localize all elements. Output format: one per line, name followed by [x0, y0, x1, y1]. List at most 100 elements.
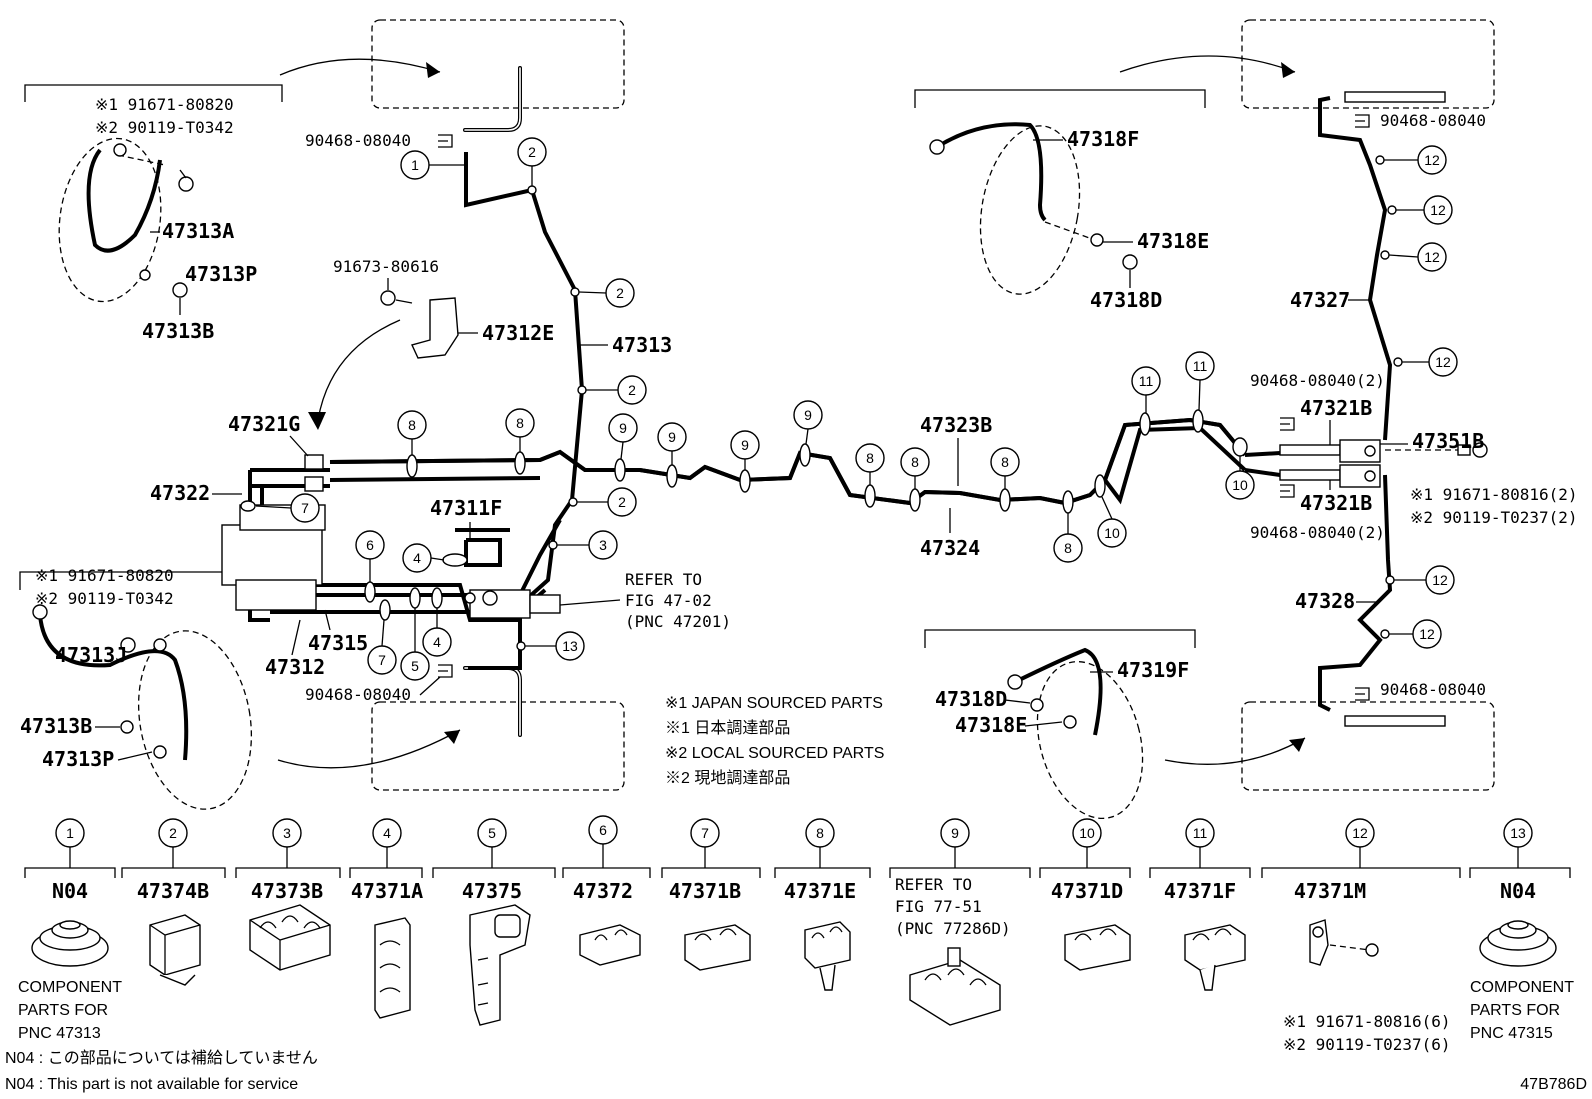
svg-text:11: 11 — [1193, 825, 1208, 841]
callout-10a: 10 — [1225, 456, 1255, 500]
svg-text:47313B: 47313B — [20, 714, 92, 738]
svg-text:47312E: 47312E — [482, 321, 554, 345]
brake-pipes — [248, 66, 1393, 737]
callout-11b: 11 — [1185, 351, 1215, 411]
svg-text:47321B: 47321B — [1300, 396, 1372, 420]
svg-text:47318D: 47318D — [1090, 288, 1162, 312]
legend-callout-8: 8 — [805, 818, 835, 868]
svg-text:1: 1 — [411, 157, 419, 173]
callout-1: 1 — [400, 150, 464, 180]
svg-text:9: 9 — [741, 437, 749, 453]
svg-text:47327: 47327 — [1290, 288, 1350, 312]
clip-47371A-icon — [374, 917, 411, 1019]
svg-text:47375: 47375 — [462, 879, 522, 903]
svg-text:47318E: 47318E — [955, 713, 1027, 737]
svg-text:4: 4 — [433, 634, 441, 650]
detail-ellipses — [58, 125, 1144, 820]
clip-47373B-icon — [249, 904, 331, 971]
callout-9a: 9 — [608, 413, 638, 460]
callout-7b: 7 — [367, 619, 397, 675]
svg-text:11: 11 — [1139, 373, 1154, 389]
legend-part-numbers: N04 47374B 47373B 47371A 47375 47372 473… — [52, 875, 1536, 938]
diagram-id: 47B786D — [1520, 1076, 1587, 1093]
callout-8b: 8 — [505, 408, 535, 452]
hose-47318F — [929, 122, 1138, 270]
svg-text:47371F: 47371F — [1164, 879, 1236, 903]
svg-text:13: 13 — [1510, 825, 1526, 841]
svg-text:2: 2 — [618, 494, 626, 510]
detail-boxes — [277, 19, 1495, 791]
svg-text:N04: N04 — [52, 879, 88, 903]
grommet-icon — [31, 920, 109, 967]
callout-2b: 2 — [578, 278, 635, 308]
svg-text:90468-08040(2): 90468-08040(2) — [1250, 371, 1385, 390]
legend-part-drawings — [31, 904, 1557, 1026]
svg-text:※2 LOCAL SOURCED PARTS: ※2 LOCAL SOURCED PARTS — [665, 745, 884, 762]
n04-note-jp: N04 : この部品については補給していません — [5, 1049, 318, 1067]
svg-text:PNC 47315: PNC 47315 — [1470, 1025, 1553, 1042]
callout-12e: 12 — [1394, 565, 1455, 595]
svg-text:9: 9 — [951, 825, 959, 841]
callout-2a: 2 — [517, 137, 547, 186]
svg-text:47351B: 47351B — [1412, 429, 1484, 453]
clip-47371M-icon — [1309, 919, 1379, 966]
svg-text:10: 10 — [1232, 477, 1248, 493]
callout-2d: 2 — [577, 487, 637, 517]
svg-text:9: 9 — [619, 420, 627, 436]
svg-text:47313B: 47313B — [142, 319, 214, 343]
svg-text:2: 2 — [628, 382, 636, 398]
svg-text:47372: 47372 — [573, 879, 633, 903]
callout-13: 13 — [525, 631, 585, 661]
svg-text:10: 10 — [1079, 825, 1095, 841]
svg-text:47371E: 47371E — [784, 879, 856, 903]
svg-text:47323B: 47323B — [920, 413, 992, 437]
svg-text:12: 12 — [1430, 202, 1446, 218]
svg-text:2: 2 — [616, 285, 624, 301]
callout-12f: 12 — [1389, 619, 1442, 649]
svg-text:10: 10 — [1104, 525, 1120, 541]
parts-legend: 1 2 3 4 5 6 7 8 9 10 11 12 13 N04 47374B… — [18, 815, 1574, 1054]
svg-text:COMPONENT: COMPONENT — [1470, 979, 1574, 996]
group-brackets — [19, 84, 1206, 648]
svg-text:(PNC 77286D): (PNC 77286D) — [895, 919, 1011, 938]
legend-callout-12: 12 — [1345, 818, 1375, 868]
svg-text:90468-08040: 90468-08040 — [305, 685, 411, 704]
clip-77286D-icon — [909, 947, 1001, 1026]
svg-text:REFER TO: REFER TO — [895, 875, 972, 894]
svg-text:※1 91671-80816(6): ※1 91671-80816(6) — [1283, 1012, 1451, 1031]
svg-text:※1 JAPAN SOURCED PARTS: ※1 JAPAN SOURCED PARTS — [665, 695, 883, 712]
svg-text:2: 2 — [169, 825, 177, 841]
svg-text:47313P: 47313P — [42, 747, 114, 771]
clip-47372-icon — [579, 924, 641, 966]
callout-8f: 8 — [1053, 513, 1083, 563]
diagram-callouts: 1 2 2 2 2 3 4 4 5 6 7 7 8 8 8 8 8 8 9 9 … — [255, 137, 1458, 681]
svg-text:5: 5 — [411, 658, 419, 674]
legend-descriptions: COMPONENT PARTS FOR PNC 47313 ※1 91671-8… — [18, 979, 1574, 1054]
callout-8d: 8 — [900, 447, 930, 489]
callout-9b: 9 — [657, 422, 687, 465]
svg-text:※2 90119-T0342: ※2 90119-T0342 — [35, 589, 174, 608]
legend-callout-4: 4 — [372, 818, 402, 868]
svg-text:47315: 47315 — [308, 631, 368, 655]
note-tl2: ※2 90119-T0342 — [95, 118, 234, 137]
legend-callout-13: 13 — [1503, 818, 1533, 868]
legend-callout-7: 7 — [690, 818, 720, 868]
svg-text:N04: N04 — [1500, 879, 1536, 903]
svg-text:5: 5 — [488, 825, 496, 841]
callout-6: 6 — [355, 530, 385, 582]
callout-2c: 2 — [586, 375, 647, 405]
svg-text:47371D: 47371D — [1051, 879, 1123, 903]
svg-text:PARTS FOR: PARTS FOR — [18, 1002, 108, 1019]
actuator-block — [221, 504, 561, 619]
callout-3: 3 — [557, 530, 618, 560]
svg-text:90468-08040(2): 90468-08040(2) — [1250, 523, 1385, 542]
svg-text:47371B: 47371B — [669, 879, 741, 903]
grommet-icon — [1479, 920, 1557, 967]
svg-text:8: 8 — [1001, 454, 1009, 470]
svg-text:8: 8 — [866, 450, 874, 466]
svg-text:47371A: 47371A — [351, 879, 423, 903]
svg-text:47324: 47324 — [920, 536, 980, 560]
fittings — [304, 91, 1488, 727]
svg-text:※2 90119-T0237(6): ※2 90119-T0237(6) — [1283, 1035, 1451, 1054]
svg-text:9: 9 — [668, 429, 676, 445]
